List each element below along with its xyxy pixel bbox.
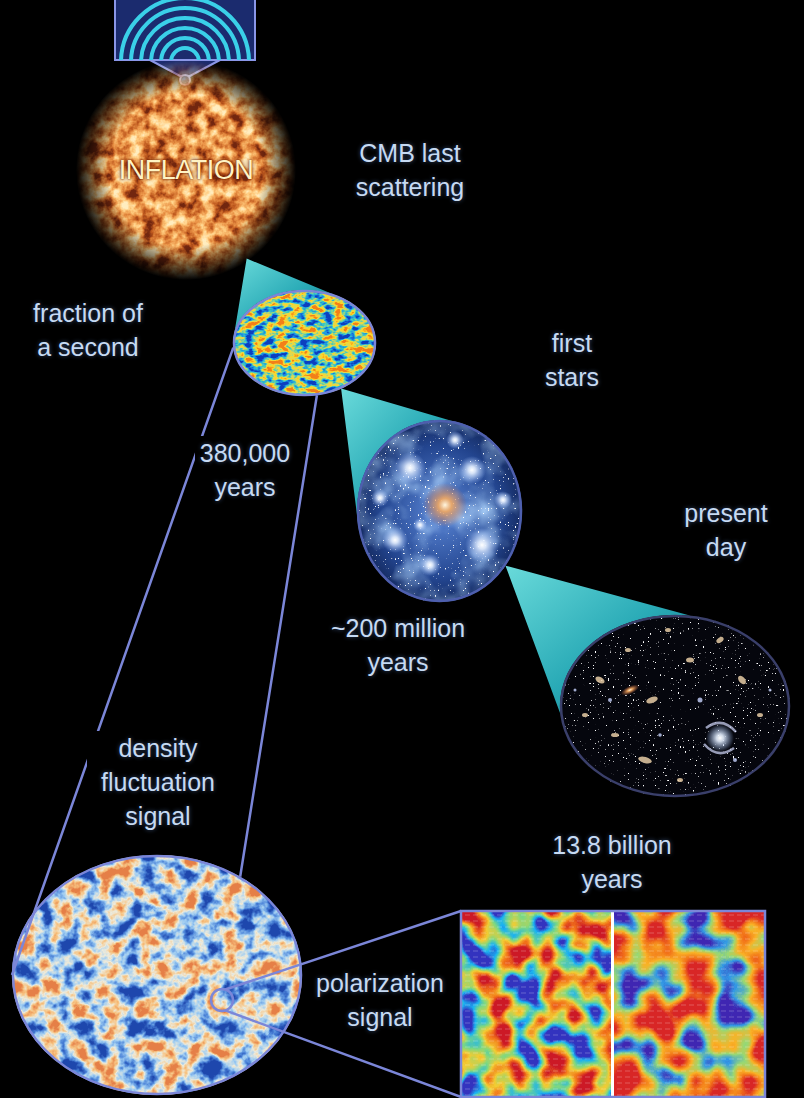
node-outline [80, 62, 292, 278]
zoom-line [225, 911, 461, 1097]
inflation-picture [74, 58, 298, 282]
ellipse-border [561, 616, 789, 796]
node-outline [460, 910, 766, 1098]
polarization-picture [460, 910, 766, 1098]
node-outline [560, 615, 790, 797]
ellipse-border [234, 291, 375, 395]
node-outline [12, 855, 302, 1095]
time-label: ~200 million years [326, 611, 471, 679]
sky-map-ellipse: density fluctuation signal [12, 855, 302, 1095]
time-label: fraction of a second [26, 296, 151, 364]
time-label: 380,000 years [195, 436, 295, 504]
polarization-panel: polarization signal [460, 910, 766, 1098]
ellipse-border [81, 63, 291, 277]
node-outline [233, 290, 376, 396]
zoom-circle [211, 989, 233, 1011]
node-outline [357, 420, 522, 602]
cmb-map-ellipse: CMB last scattering [233, 290, 376, 396]
sky-map-picture [10, 853, 304, 1097]
ellipse-border [13, 856, 301, 1094]
zoom-line [12, 348, 317, 975]
epoch-title: INFLATION [91, 155, 281, 185]
inflation-circle: INFLATION [80, 62, 292, 278]
panel-border [461, 911, 765, 1097]
epoch-heading: density fluctuation signal [87, 731, 229, 833]
timeline-cone [341, 389, 454, 516]
time-label: 13.8 billion years [540, 828, 685, 896]
epoch-heading: first stars [527, 326, 617, 394]
timeline-cone [505, 566, 690, 715]
ellipse-border [358, 421, 521, 601]
epoch-heading: present day [676, 496, 776, 564]
epoch-heading: CMB last scattering [345, 136, 475, 204]
first-stars-picture [356, 419, 524, 605]
epoch-heading: polarization signal [309, 966, 451, 1034]
first-stars-ellipse: first stars [357, 420, 522, 602]
timeline-cone [234, 259, 334, 333]
present-day-ellipse: present day [560, 615, 790, 797]
